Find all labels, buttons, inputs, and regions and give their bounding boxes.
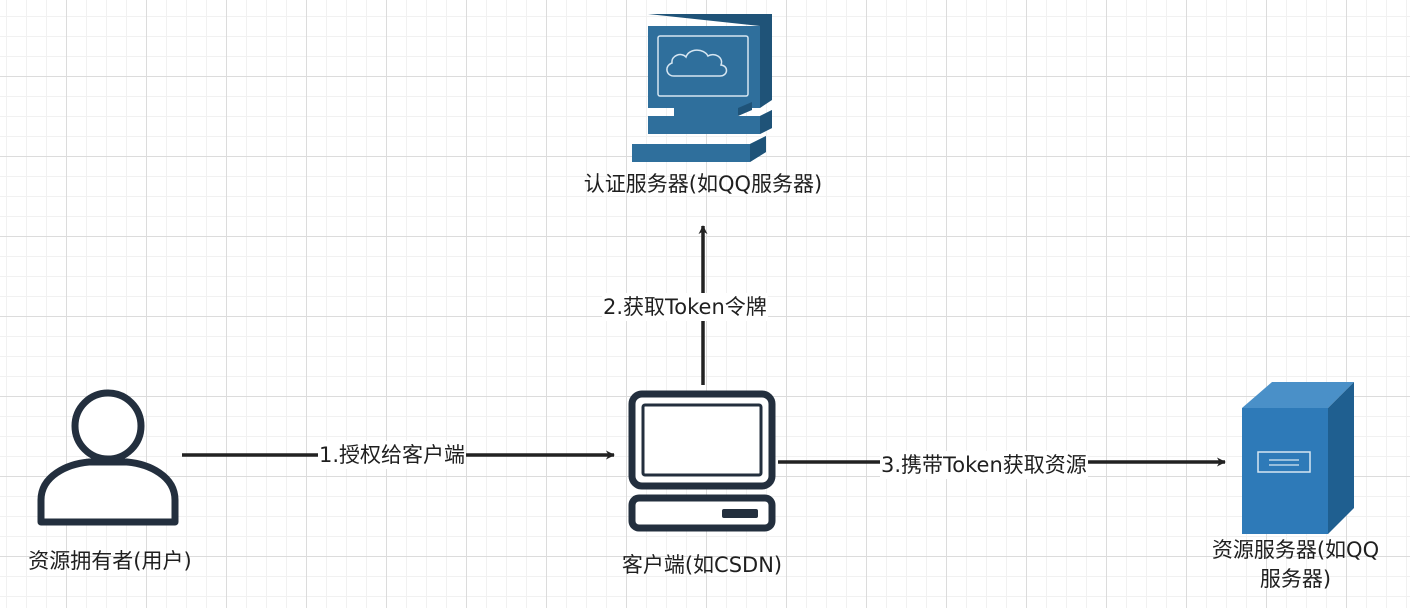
edge-label-get-token: 2.获取Token令牌 [602, 293, 768, 321]
auth-server-label: 认证服务器(如QQ服务器) [583, 172, 823, 196]
auth-server-computer-icon[interactable] [622, 10, 782, 170]
user-icon[interactable] [33, 382, 183, 532]
client-computer-icon[interactable] [628, 390, 776, 532]
resource-server-label: 资源服务器(如QQ服务器) [1211, 538, 1380, 591]
owner-label: 资源拥有者(用户) [28, 549, 192, 573]
client-label: 客户端(如CSDN) [621, 553, 783, 577]
edge-label-fetch-resource: 3.携带Token获取资源 [880, 451, 1088, 479]
resource-server-tower-icon[interactable] [1238, 378, 1362, 538]
edge-label-authorize: 1.授权给客户端 [318, 441, 467, 469]
